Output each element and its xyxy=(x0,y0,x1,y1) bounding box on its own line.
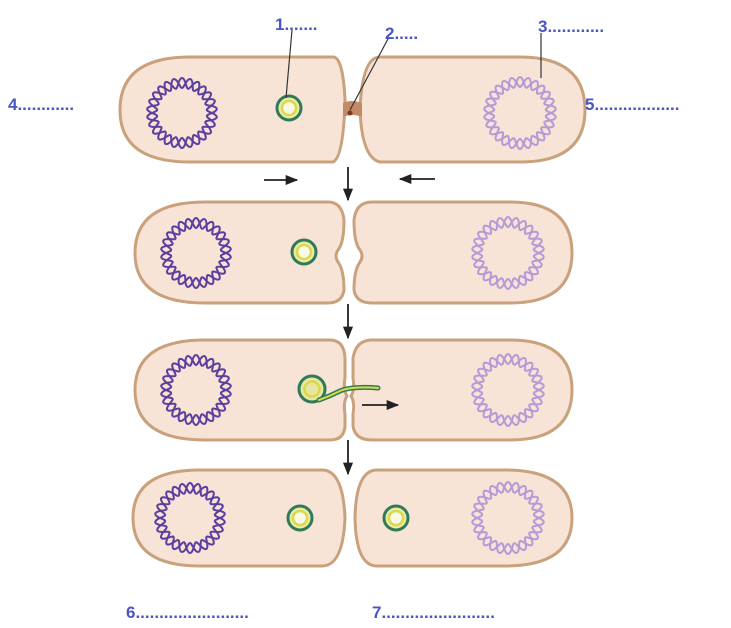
label-6: 6........................ xyxy=(126,604,249,621)
plasmid xyxy=(292,240,316,264)
label-3: 3............ xyxy=(538,18,604,35)
plasmid xyxy=(277,96,301,120)
row-2 xyxy=(135,202,572,303)
donor-cell xyxy=(120,57,345,162)
plasmid xyxy=(384,506,408,530)
row-3 xyxy=(135,340,572,440)
label-4: 4............ xyxy=(8,96,74,113)
plasmid xyxy=(288,506,312,530)
row-1 xyxy=(120,30,585,162)
label-2: 2..... xyxy=(385,25,418,42)
pilus-dot xyxy=(348,111,353,116)
label-1: 1....... xyxy=(275,16,318,33)
label-5: 5.................. xyxy=(585,96,679,113)
row-4 xyxy=(133,470,572,566)
label-7: 7........................ xyxy=(372,604,495,621)
recipient-cell xyxy=(360,57,585,162)
pilus xyxy=(343,101,362,117)
